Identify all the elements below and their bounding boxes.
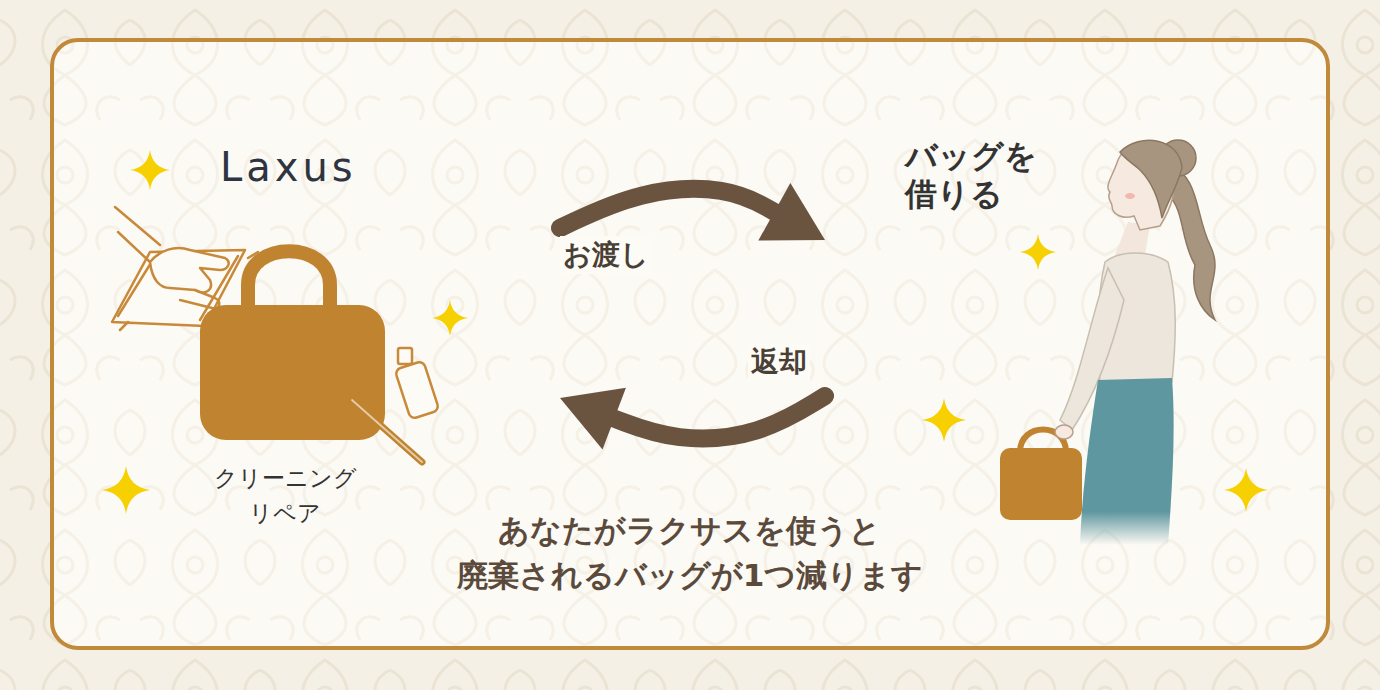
woman-illustration-part [1000, 448, 1082, 520]
sparkle [922, 398, 966, 442]
action-label: バッグを 借りる [905, 137, 1037, 214]
cleaning-hand-part [150, 248, 229, 292]
cleaning-hand-part [115, 207, 160, 262]
arrow-shaft [614, 396, 825, 438]
sparkle [102, 466, 150, 514]
sparkle [130, 150, 170, 190]
footer-message: あなたがラクサスを使うと 廃棄されるバッグが1つ減ります [457, 508, 924, 598]
service-label: クリーニング リペア [214, 461, 357, 530]
service-group: Laxus クリーニング リペア [95, 135, 560, 540]
woman-illustration [1000, 140, 1215, 545]
edge-label: お渡し [560, 236, 652, 274]
edge-label: 返却 [748, 343, 810, 381]
arrow-head [560, 388, 626, 450]
sparkle [1224, 468, 1268, 512]
flow-arrow [560, 388, 825, 450]
frame-pattern [52, 40, 1328, 648]
flow-arrow [560, 183, 825, 241]
bag-illustration [200, 251, 385, 440]
bottle-part [398, 348, 412, 364]
bottle [395, 348, 440, 419]
customer-group: バッグを 借りる [825, 125, 1295, 545]
woman-illustration-part [1120, 140, 1182, 218]
arrow-head [758, 183, 825, 241]
bag-illustration-part [200, 305, 385, 440]
sparkle [1020, 234, 1056, 270]
arrow-shaft [560, 189, 774, 228]
woman-illustration-part [1080, 378, 1174, 545]
brand-name: Laxus [220, 143, 357, 191]
frame-fill [52, 40, 1328, 648]
woman-illustration-part [1125, 193, 1135, 199]
cleaning-hand-part [180, 290, 219, 308]
brush-part [336, 378, 362, 402]
bag-illustration-part [248, 251, 330, 310]
frame-box: Laxus クリーニング リペア バッグを 借りるあなたがラクサスを使うと 廃棄され… [50, 38, 1330, 650]
bottle-part [395, 361, 440, 420]
woman-illustration-part [1055, 425, 1073, 439]
sparkle [432, 300, 468, 336]
